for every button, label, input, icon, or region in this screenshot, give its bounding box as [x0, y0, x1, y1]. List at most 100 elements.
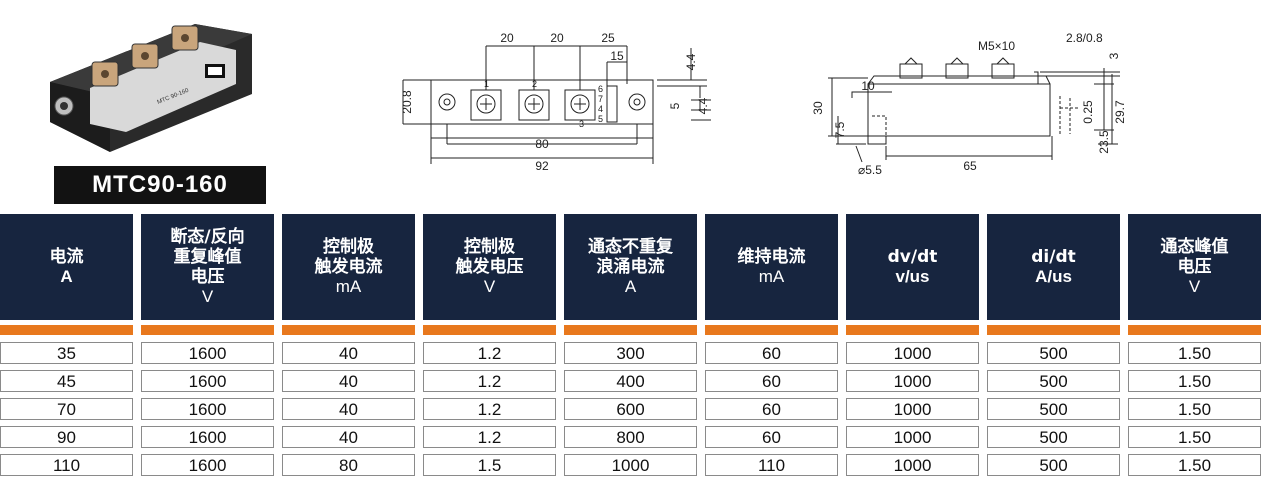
- table-cell: 1.2: [423, 342, 556, 364]
- table-cell: 1000: [846, 370, 979, 392]
- svg-text:4.4: 4.4: [696, 97, 710, 114]
- table-cell: 40: [282, 370, 415, 392]
- table-cell: 1.50: [1128, 426, 1261, 448]
- table-cell: 35: [0, 342, 133, 364]
- table-cell: 60: [705, 370, 838, 392]
- header-unit: V: [1188, 277, 1201, 296]
- svg-text:3: 3: [1107, 52, 1121, 59]
- header-unit: v/us: [895, 267, 930, 286]
- header-text: dv/dt: [887, 247, 938, 267]
- svg-text:5: 5: [598, 114, 603, 124]
- table-cell: 1000: [846, 342, 979, 364]
- svg-text:7: 7: [598, 94, 603, 104]
- table-cell: 1600: [141, 398, 274, 420]
- accent-bar: [705, 325, 838, 335]
- svg-text:10: 10: [861, 79, 875, 93]
- table-cell: 80: [282, 454, 415, 476]
- svg-text:20: 20: [550, 31, 564, 45]
- table-cell: 500: [987, 342, 1120, 364]
- header-text: 断态/反向: [170, 227, 245, 247]
- table-cell: 500: [987, 426, 1120, 448]
- table-cell: 1600: [141, 426, 274, 448]
- svg-text:2: 2: [532, 79, 537, 89]
- header-unit: mA: [335, 277, 362, 296]
- svg-text:15: 15: [610, 49, 624, 63]
- table-cell: 40: [282, 398, 415, 420]
- table-cell: 45: [0, 370, 133, 392]
- table-cell: 1000: [846, 398, 979, 420]
- svg-text:5: 5: [668, 102, 682, 109]
- svg-text:30: 30: [811, 101, 825, 115]
- header-unit: A: [60, 267, 73, 286]
- svg-text:23.5: 23.5: [1097, 130, 1111, 154]
- header-text: 通态峰值: [1160, 237, 1229, 257]
- accent-bar: [423, 325, 556, 335]
- table-cell: 1.50: [1128, 454, 1261, 476]
- table-cell: 1600: [141, 370, 274, 392]
- header-unit: A/us: [1035, 267, 1072, 286]
- table-cell: 1000: [846, 454, 979, 476]
- table-cell: 1000: [564, 454, 697, 476]
- svg-text:20: 20: [500, 31, 514, 45]
- header-text: 维持电流: [737, 247, 806, 267]
- product-photo: MTC 90-160: [50, 24, 252, 152]
- svg-text:20.8: 20.8: [400, 90, 414, 114]
- accent-bar: [141, 325, 274, 335]
- accent-bar: [987, 325, 1120, 335]
- table-cell: 40: [282, 426, 415, 448]
- header-text: 浪涌电流: [596, 257, 665, 277]
- header-text: 电压: [190, 267, 225, 287]
- header-text: 重复峰值: [173, 247, 242, 267]
- accent-bar: [282, 325, 415, 335]
- svg-text:2.8/0.8: 2.8/0.8: [1066, 31, 1103, 45]
- header-unit: mA: [758, 267, 785, 286]
- header-text: 触发电压: [455, 257, 524, 277]
- table-cell: 1.50: [1128, 370, 1261, 392]
- top-view-drawing: 20 20 25 15 4.4 20.8 5 4.4 80 92 1 2 3 6…: [400, 31, 711, 173]
- table-cell: 1.50: [1128, 398, 1261, 420]
- accent-bar: [1128, 325, 1261, 335]
- header-text: 电压: [1177, 257, 1212, 277]
- table-cell: 1.2: [423, 370, 556, 392]
- table-cell: 1.50: [1128, 342, 1261, 364]
- table-cell: 800: [564, 426, 697, 448]
- header-text: 触发电流: [314, 257, 383, 277]
- header-unit: A: [624, 277, 637, 296]
- table-cell: 60: [705, 398, 838, 420]
- table-cell: 600: [564, 398, 697, 420]
- table-cell: 1.2: [423, 426, 556, 448]
- table-cell: 110: [705, 454, 838, 476]
- svg-text:1: 1: [484, 79, 489, 89]
- svg-text:92: 92: [535, 159, 549, 173]
- side-view-drawing: M5×10 2.8/0.8 3 10 30 7.5 0.25 23.5 29.7…: [811, 31, 1127, 177]
- svg-text:25: 25: [601, 31, 615, 45]
- svg-text:4.4: 4.4: [684, 53, 698, 70]
- table-cell: 1000: [846, 426, 979, 448]
- table-cell: 400: [564, 370, 697, 392]
- table-cell: 500: [987, 454, 1120, 476]
- svg-text:M5×10: M5×10: [978, 39, 1015, 53]
- header-text: 电流: [49, 247, 84, 267]
- accent-bar: [0, 325, 133, 335]
- table-cell: 1.5: [423, 454, 556, 476]
- table-cell: 110: [0, 454, 133, 476]
- svg-text:6: 6: [598, 84, 603, 94]
- table-cell: 70: [0, 398, 133, 420]
- table-cell: 1.2: [423, 398, 556, 420]
- svg-text:65: 65: [963, 159, 977, 173]
- header-text: 控制极: [464, 237, 515, 257]
- svg-text:⌀5.5: ⌀5.5: [858, 163, 882, 177]
- table-cell: 90: [0, 426, 133, 448]
- header-text: 通态不重复: [588, 237, 673, 257]
- table-cell: 500: [987, 398, 1120, 420]
- model-label: MTC90-160: [54, 166, 266, 204]
